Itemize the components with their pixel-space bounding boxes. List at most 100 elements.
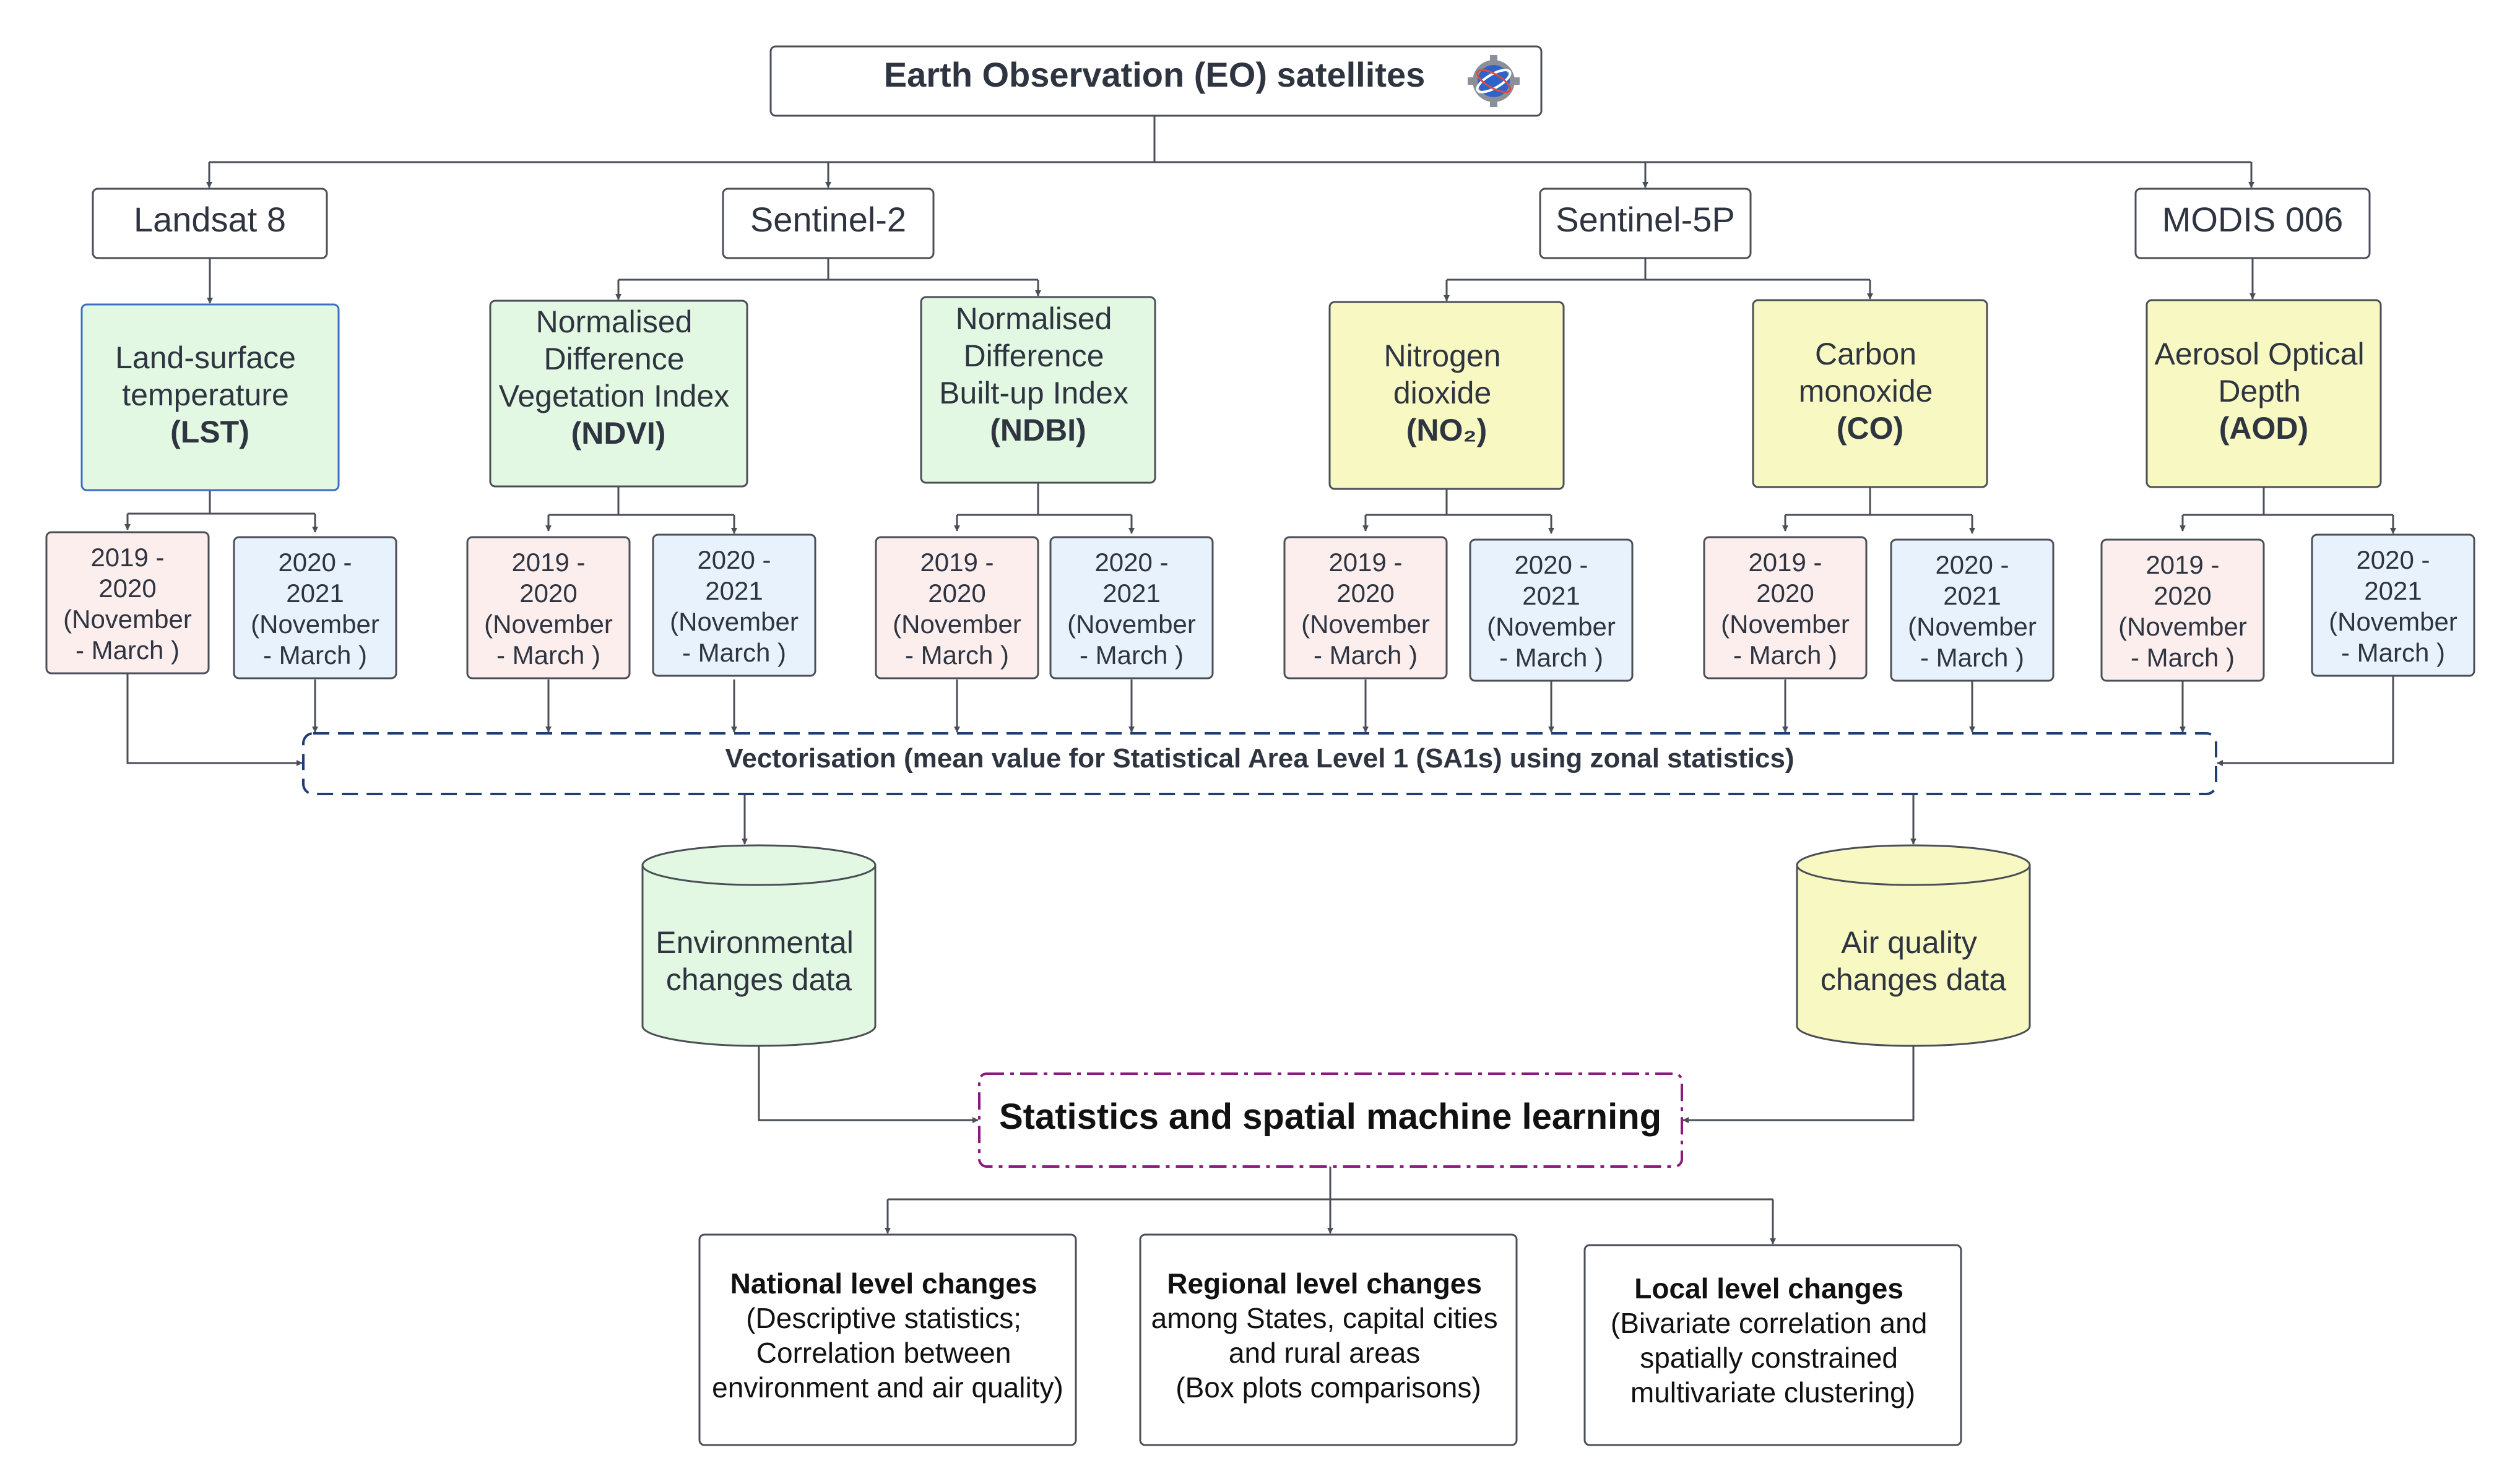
index-abbr: (NDVI) <box>571 416 666 451</box>
index-line: Built-up Index <box>939 376 1128 410</box>
index-abbr: (NO₂) <box>1406 413 1487 447</box>
period-line: - March ) <box>682 638 786 667</box>
vectorisation-text: Vectorisation (mean value for Statistica… <box>725 743 1794 774</box>
datastore-environmental: Environmental changes data <box>641 844 877 1047</box>
period-line: - March ) <box>905 641 1009 670</box>
index-line: Difference <box>964 339 1104 373</box>
period-line: (November <box>2118 612 2247 641</box>
period-line: - March ) <box>1920 643 2024 672</box>
period-line: - March ) <box>1080 641 1184 670</box>
satellite-label: Landsat 8 <box>134 200 286 239</box>
period-line: - March ) <box>2341 638 2445 667</box>
output-line: (Descriptive statistics; <box>746 1302 1021 1334</box>
period-boxes: 2019 -2020(November- March )2020 -2021(N… <box>45 531 2475 682</box>
period-line: (November <box>1721 610 1850 639</box>
period-line: 2019 - <box>511 548 585 577</box>
period-line: 2020 - <box>1514 550 1588 579</box>
period-line: - March ) <box>2131 643 2235 672</box>
period-box-2019-2020: 2019 -2020(November- March ) <box>466 536 631 679</box>
satellite-label: Sentinel-5P <box>1556 200 1735 239</box>
period-line: - March ) <box>263 641 367 670</box>
index-box-ndbi: Normalised Difference Built-up Index (ND… <box>920 296 1156 484</box>
period-box-2019-2020: 2019 -2020(November- March ) <box>1703 536 1868 679</box>
period-box-2020-2021: 2020 -2021(November- March ) <box>2311 533 2475 677</box>
output-title: National level changes <box>730 1267 1037 1300</box>
satellite-label: MODIS 006 <box>2162 200 2344 239</box>
connector-lines <box>124 116 2396 1245</box>
period-line: 2020 <box>1336 579 1394 608</box>
output-box-regional: Regional level changes among States, cap… <box>1139 1233 1518 1446</box>
svg-text:2020 -2021(November- March ): 2020 -2021(November- March ) <box>251 548 379 670</box>
satellite-label: Sentinel-2 <box>750 200 906 239</box>
index-abbr: (AOD) <box>2219 411 2308 446</box>
period-line: 2020 - <box>1935 550 2009 579</box>
period-line: - March ) <box>1499 643 1603 672</box>
index-line: monoxide <box>1799 374 1933 408</box>
index-line: Carbon <box>1815 337 1916 371</box>
satellite-box-modis: MODIS 006 <box>2134 188 2371 259</box>
svg-text:2020 -2021(November- March ): 2020 -2021(November- March ) <box>1067 548 1196 670</box>
period-line: 2020 <box>1756 579 1814 608</box>
period-box-2020-2021: 2020 -2021(November- March ) <box>1890 538 2055 682</box>
svg-text:Regional level changes a: Regional level changes among States, cap… <box>1151 1267 1506 1404</box>
datastore-line: Air quality <box>1841 925 1977 960</box>
satellite-box-sentinel2: Sentinel-2 <box>722 188 935 259</box>
output-title: Regional level changes <box>1167 1267 1482 1300</box>
ml-box: Statistics and spatial machine learning <box>978 1072 1683 1168</box>
period-line: 2021 <box>705 576 763 605</box>
period-line: 2021 <box>1102 579 1160 608</box>
period-line: 2020 - <box>278 548 352 577</box>
svg-text:2020 -2021(November- March ): 2020 -2021(November- March ) <box>1908 550 2037 672</box>
period-line: (November <box>63 605 192 634</box>
svg-text:2019 -2020(November- March ): 2019 -2020(November- March ) <box>484 548 613 670</box>
period-box-2020-2021: 2020 -2021(November- March ) <box>1469 538 1634 682</box>
period-line: - March ) <box>1733 641 1837 670</box>
index-line: dioxide <box>1393 376 1491 410</box>
output-line: (Box plots comparisons) <box>1176 1371 1481 1404</box>
svg-text:2019 -2020(November- March ): 2019 -2020(November- March ) <box>1721 548 1850 670</box>
period-line: (November <box>484 610 613 639</box>
index-abbr: (NDBI) <box>990 413 1086 447</box>
index-line: Vegetation Index <box>499 379 730 413</box>
svg-text:Normalised Difference: Normalised Difference Built-up Index (ND… <box>939 301 1137 447</box>
period-box-2020-2021: 2020 -2021(November- March ) <box>652 533 816 677</box>
svg-text:Environmental changes da: Environmental changes data <box>656 925 862 997</box>
svg-text:Normalised Difference: Normalised Difference Vegetation Index (… <box>499 304 738 451</box>
svg-text:2019 -2020(November- March ): 2019 -2020(November- March ) <box>2118 550 2247 672</box>
svg-text:Aerosol Optical Depth: Aerosol Optical Depth (AOD) <box>2155 337 2373 446</box>
index-line: Land-surface <box>115 340 296 375</box>
satellite-box-landsat: Landsat 8 <box>92 188 328 259</box>
svg-text:Land-surface temperature: Land-surface temperature (LST) <box>115 340 305 449</box>
period-line: 2019 - <box>90 543 164 572</box>
index-line: Difference <box>544 342 685 376</box>
svg-text:Nitrogen dioxide (: Nitrogen dioxide (NO₂) <box>1384 339 1510 447</box>
period-line: 2020 <box>98 574 156 603</box>
period-line: 2021 <box>286 579 344 608</box>
arrow-connector <box>1682 1046 1915 1123</box>
period-line: 2020 - <box>2356 545 2430 574</box>
arrow-connector <box>758 1046 979 1123</box>
index-line: Normalised <box>536 304 693 339</box>
output-box-local: Local level changes (Bivariate correlati… <box>1583 1244 1962 1446</box>
svg-text:2019 -2020(November- March ): 2019 -2020(November- March ) <box>63 543 192 665</box>
period-line: 2021 <box>2364 576 2422 605</box>
ml-text: Statistics and spatial machine learning <box>999 1097 1661 1137</box>
index-abbr: (LST) <box>170 415 249 449</box>
index-line: Nitrogen <box>1384 339 1501 373</box>
satellite-icon <box>1468 55 1520 107</box>
svg-text:Local level changes (Biv: Local level changes (Bivariate correlati… <box>1611 1272 1935 1409</box>
output-line: (Bivariate correlation and <box>1611 1307 1927 1339</box>
svg-text:2020 -2021(November- March ): 2020 -2021(November- March ) <box>670 545 799 667</box>
period-line: (November <box>1067 610 1196 639</box>
datastore-airquality: Air quality changes data <box>1796 844 2031 1047</box>
arrow-connector <box>2217 676 2394 766</box>
index-abbr: (CO) <box>1837 411 1903 446</box>
output-line: environment and air quality) <box>712 1371 1063 1404</box>
output-line: multivariate clustering) <box>1630 1376 1915 1409</box>
svg-text:National level changes (: National level changes (Descriptive stat… <box>712 1267 1063 1404</box>
period-line: (November <box>1301 610 1430 639</box>
period-line: 2019 - <box>920 548 994 577</box>
index-line: Depth <box>2218 374 2300 408</box>
output-line: Correlation between <box>756 1337 1011 1369</box>
satellite-box-sentinel5p: Sentinel-5P <box>1539 188 1752 259</box>
